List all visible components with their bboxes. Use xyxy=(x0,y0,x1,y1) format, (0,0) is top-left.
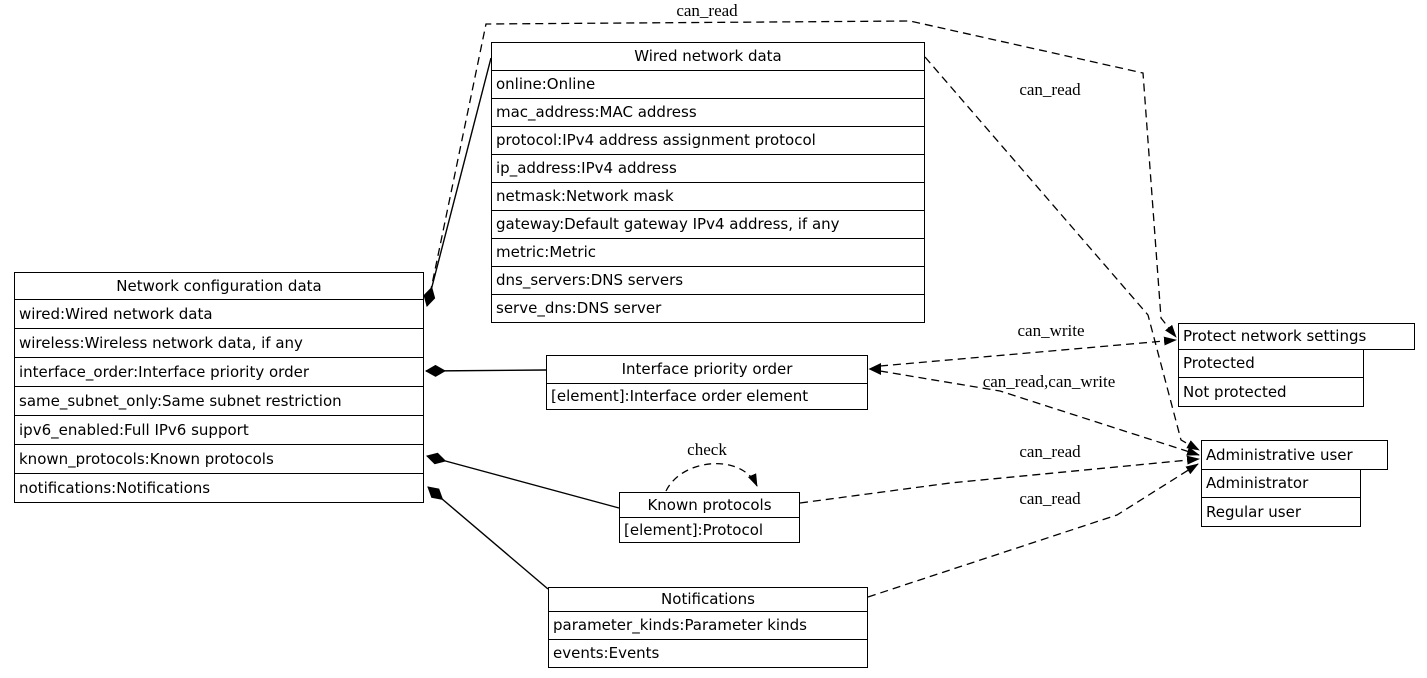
class-title: Wired network data xyxy=(634,47,782,65)
edge-interface-order-composition xyxy=(425,364,547,377)
attribute-row: parameter_kinds:Parameter kinds xyxy=(549,611,867,639)
class-box-wired-network-data: Wired network data online:Online mac_add… xyxy=(491,42,925,323)
enum-box-administrative-user: Administrative user Administrator Regula… xyxy=(1201,440,1388,527)
enum-title: Administrative user xyxy=(1201,440,1388,470)
class-title: Network configuration data xyxy=(116,276,322,295)
class-title: Known protocols xyxy=(647,495,772,514)
enum-value-row: Not protected xyxy=(1178,377,1364,407)
attribute-row: gateway:Default gateway IPv4 address, if… xyxy=(492,210,924,238)
edge-label-can-read-top: can_read xyxy=(676,1,738,20)
edge-known-protocols-composition xyxy=(426,452,620,509)
enum-box-protect-network-settings: Protect network settings Protected Not p… xyxy=(1178,323,1415,407)
attribute-row: wireless:Wireless network data, if any xyxy=(15,328,423,357)
edge-label-can-read-wired: can_read xyxy=(1019,80,1081,99)
class-title: Interface priority order xyxy=(621,360,793,378)
attribute-row: ipv6_enabled:Full IPv6 support xyxy=(15,415,423,444)
attribute-row: [element]:Interface order element xyxy=(547,383,867,409)
edge-label-can-write: can_write xyxy=(1017,321,1085,340)
attribute-row: known_protocols:Known protocols xyxy=(15,444,423,473)
enum-title: Protect network settings xyxy=(1178,323,1415,350)
class-box-notifications: Notifications parameter_kinds:Parameter … xyxy=(548,587,868,668)
edge-label-can-read-can-write: can_read,can_write xyxy=(982,372,1116,391)
edge-can-write xyxy=(879,336,1177,367)
edge-check-self-loop xyxy=(665,463,758,492)
attribute-row: metric:Metric xyxy=(492,238,924,266)
attribute-row: online:Online xyxy=(492,70,924,98)
edge-can-read-notifications xyxy=(867,463,1199,598)
attribute-row: wired:Wired network data xyxy=(15,299,423,328)
enum-value-row: Administrator xyxy=(1201,468,1361,499)
attribute-row: dns_servers:DNS servers xyxy=(492,266,924,294)
enum-value-row: Regular user xyxy=(1201,497,1361,527)
attribute-row: netmask:Network mask xyxy=(492,182,924,210)
edge-can-read-can-write xyxy=(879,370,1200,456)
attribute-row: same_subnet_only:Same subnet restriction xyxy=(15,386,423,415)
enum-value-row: Protected xyxy=(1178,348,1364,379)
attribute-row: interface_order:Interface priority order xyxy=(15,357,423,386)
edge-label-can-read-known: can_read xyxy=(1019,442,1081,461)
attribute-row: ip_address:IPv4 address xyxy=(492,154,924,182)
attribute-row: events:Events xyxy=(549,639,867,667)
class-box-known-protocols: Known protocols [element]:Protocol xyxy=(619,492,800,543)
attribute-row: serve_dns:DNS server xyxy=(492,294,924,322)
attribute-row: [element]:Protocol xyxy=(620,517,799,542)
class-box-network-configuration-data: Network configuration data wired:Wired n… xyxy=(14,272,424,503)
class-title: Notifications xyxy=(661,590,755,608)
attribute-row: protocol:IPv4 address assignment protoco… xyxy=(492,126,924,154)
edge-label-check: check xyxy=(687,440,727,459)
attribute-row: mac_address:MAC address xyxy=(492,98,924,126)
edge-can-read-known xyxy=(799,455,1200,504)
attribute-row: notifications:Notifications xyxy=(15,473,423,502)
edge-can-read-top xyxy=(429,20,1177,338)
edge-notifications-composition xyxy=(427,486,549,590)
arrowhead-into-interface-order xyxy=(868,363,881,375)
edge-can-read-wired xyxy=(924,56,1200,451)
edge-label-can-read-notifications: can_read xyxy=(1019,489,1081,508)
edge-wired-composition xyxy=(423,57,492,307)
class-box-interface-priority-order: Interface priority order [element]:Inter… xyxy=(546,355,868,410)
